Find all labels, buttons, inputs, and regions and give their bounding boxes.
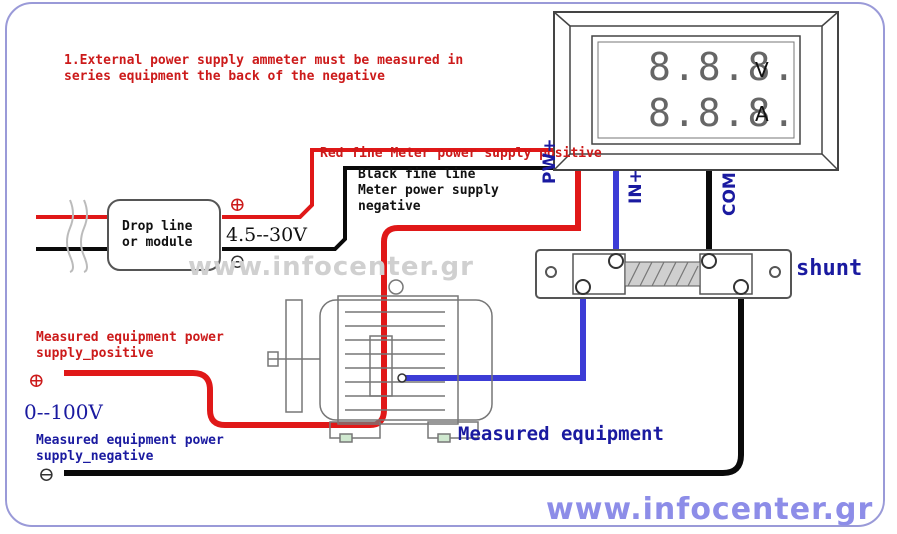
instruction-note: 1.External power supply ammeter must be … <box>64 53 464 84</box>
pin-pw-label: PW+ <box>540 138 560 184</box>
black-line-label: Black fine line Meter power supply negat… <box>358 167 499 214</box>
red-pw-wire <box>64 170 581 428</box>
watermark-text: www.infocenter.gr <box>188 252 474 282</box>
motor <box>267 279 493 443</box>
equipment-range: 0--100V <box>24 400 103 424</box>
shunt-body <box>535 249 792 299</box>
meter-unit-volt: V <box>755 58 769 82</box>
module-plus-icon: ⊕ <box>229 192 246 216</box>
shunt-label: shunt <box>796 256 863 281</box>
pin-in-label: IN+ <box>626 169 646 204</box>
equipment-name: Measured equipment <box>458 423 664 445</box>
meter-digits-bottom: 8.8.8. <box>648 91 798 135</box>
equipment-positive-label: Measured equipment power supply_positive <box>36 330 224 361</box>
input-wires <box>36 199 108 273</box>
module-label: Drop line or module <box>122 219 193 250</box>
black-negative-wire <box>64 288 744 476</box>
drop-line-module <box>107 199 221 271</box>
motor-terminal <box>397 373 407 383</box>
pin-com-label: COM <box>720 172 740 216</box>
equipment-minus-icon: ⊖ <box>38 462 55 486</box>
meter-unit-amp: A <box>755 102 769 126</box>
equipment-negative-label: Measured equipment power supply_negative <box>36 433 224 464</box>
module-minus-icon: ⊖ <box>229 249 246 273</box>
equipment-plus-icon: ⊕ <box>28 368 45 392</box>
diagram-frame <box>5 2 885 527</box>
red-line-label: Red fine Meter power supply positive <box>320 146 602 161</box>
module-voltage: 4.5--30V <box>226 224 307 246</box>
meter-body <box>553 11 839 171</box>
blue-return-wire <box>402 288 586 381</box>
meter-digits-top: 8.8.8. <box>648 45 798 89</box>
site-url: www.infocenter.gr <box>546 492 874 527</box>
